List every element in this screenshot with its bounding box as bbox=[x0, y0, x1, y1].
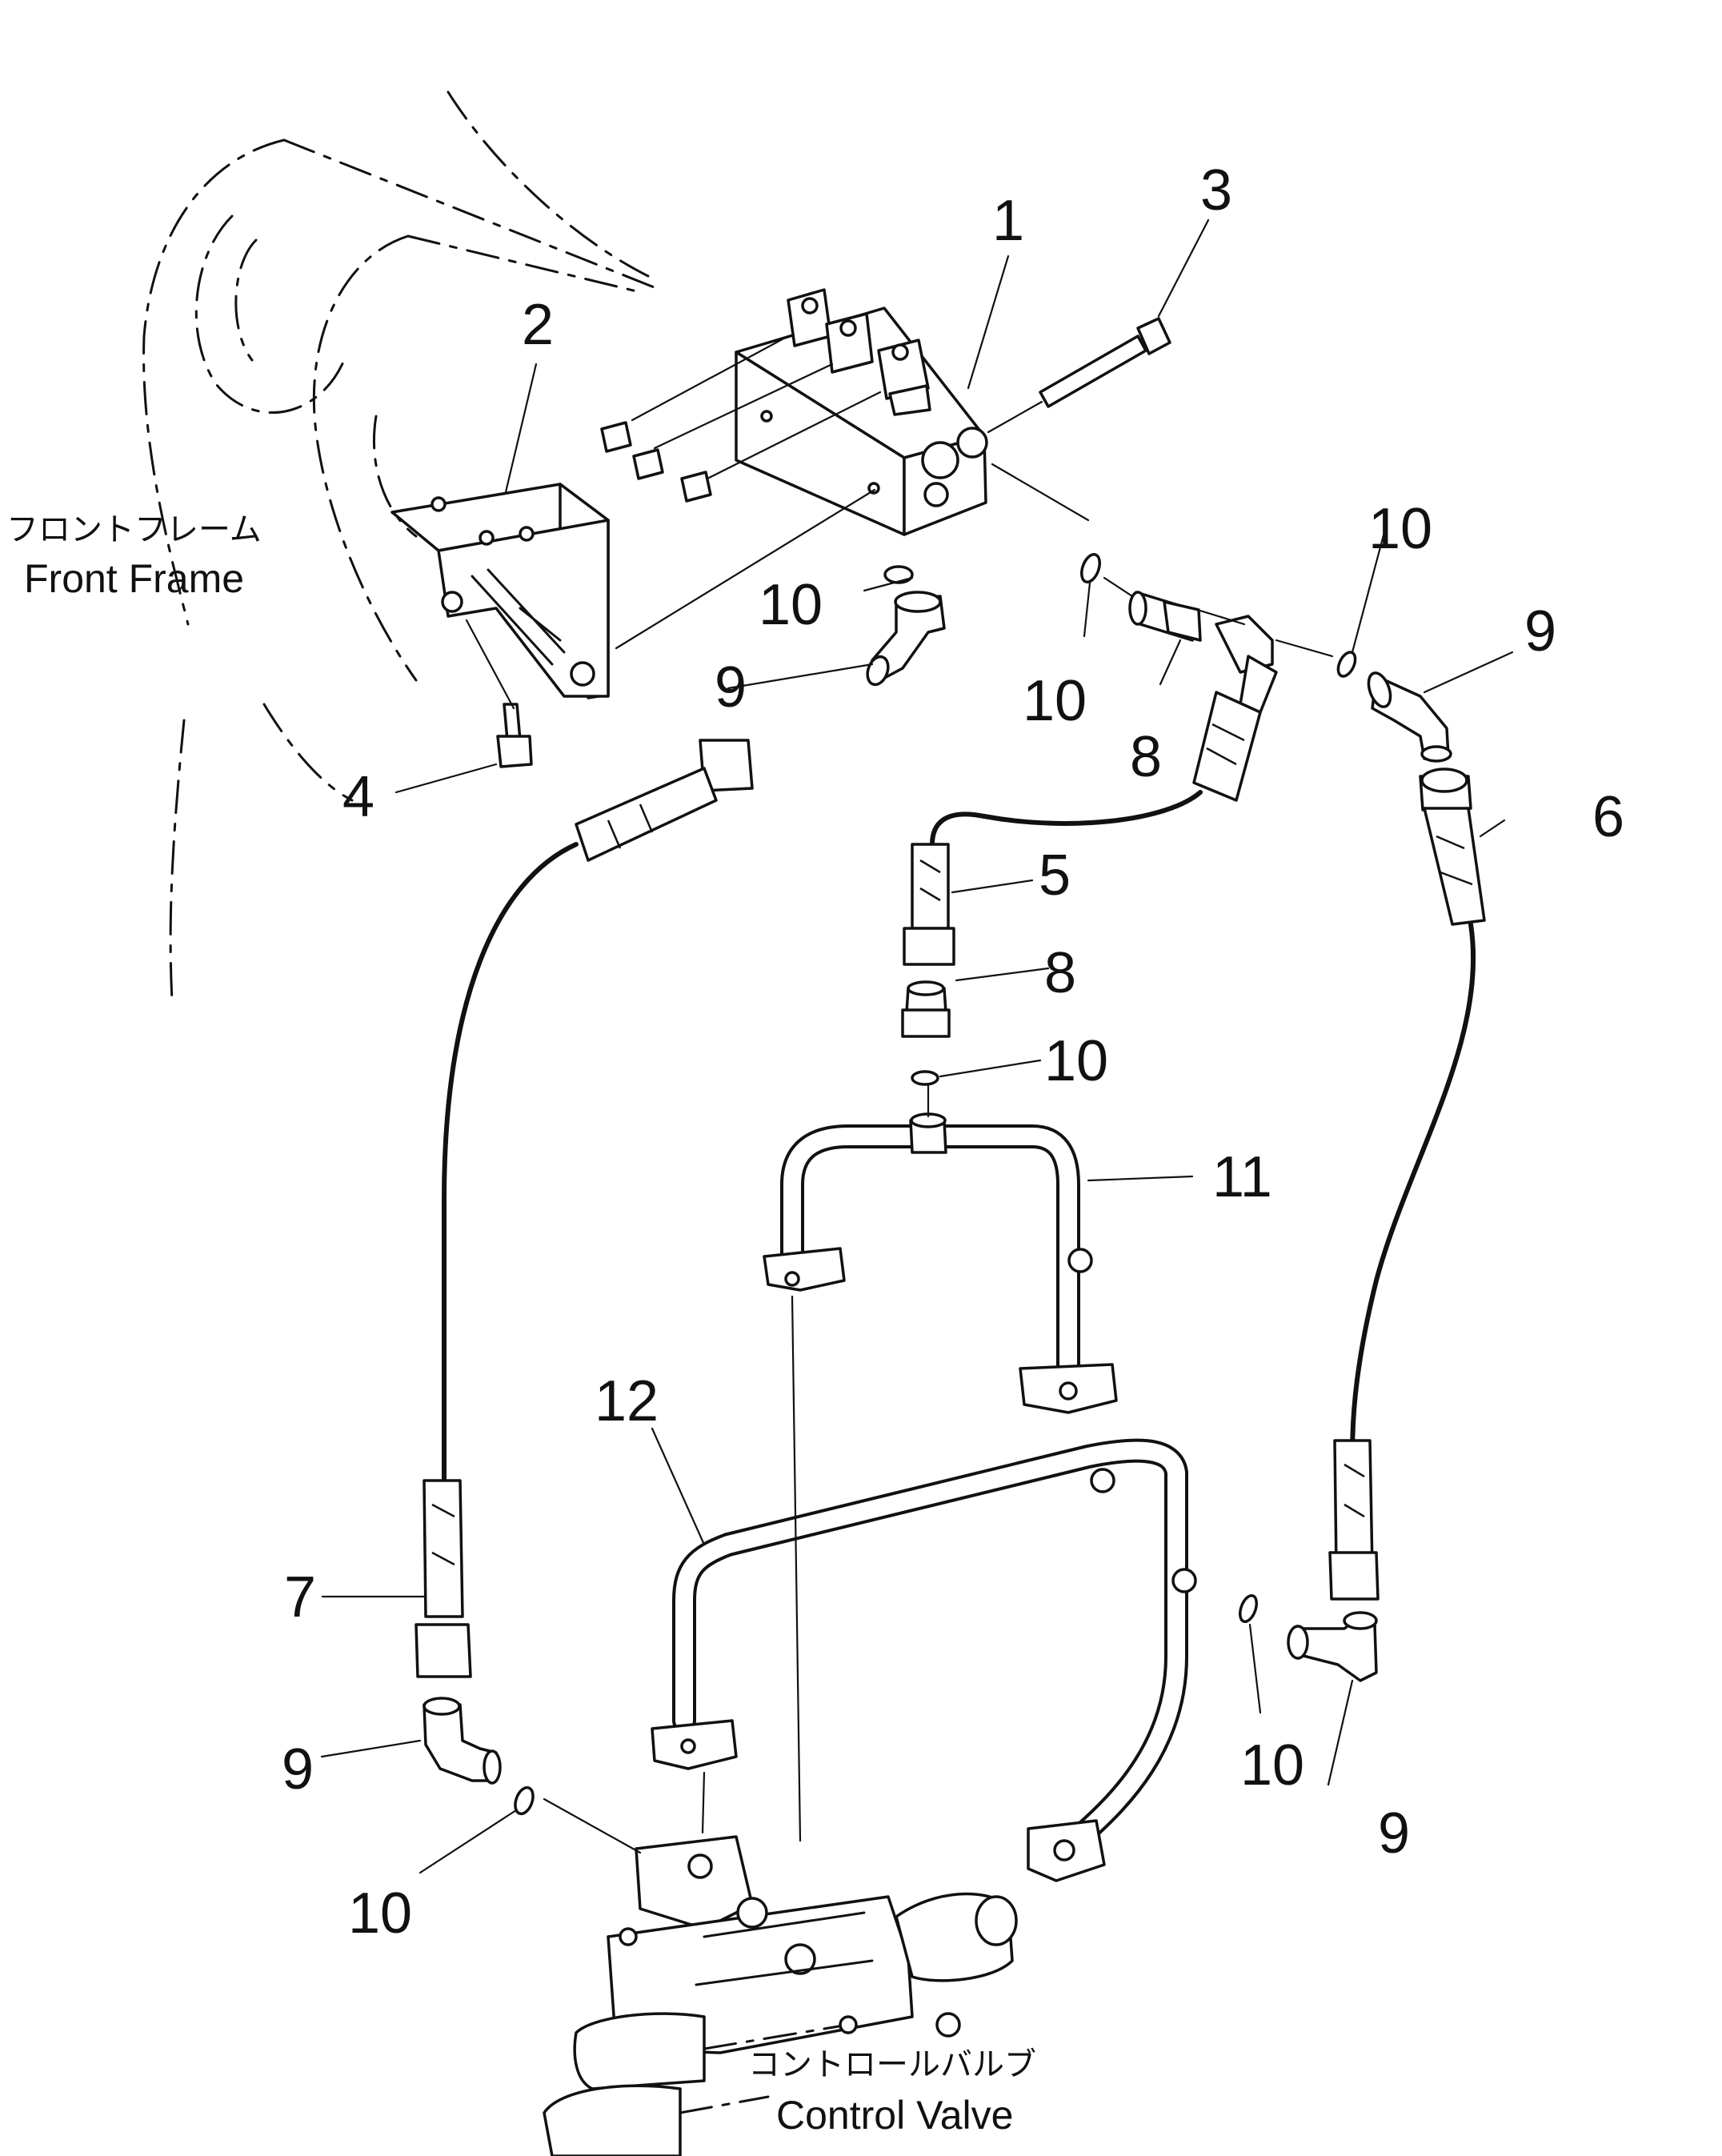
solenoid-coil-b bbox=[825, 312, 874, 374]
o-ring-10c bbox=[1336, 651, 1357, 678]
connector-plug-b bbox=[632, 448, 664, 480]
connector-plug-c bbox=[680, 471, 712, 503]
hose-part-7 bbox=[414, 739, 754, 1678]
callout-9a: 9 bbox=[715, 655, 747, 719]
callout-10a: 10 bbox=[759, 573, 823, 637]
callout-4: 4 bbox=[342, 765, 374, 829]
callout-8b: 8 bbox=[1044, 941, 1076, 1005]
callout-8a: 8 bbox=[1130, 725, 1162, 789]
callout-numbers: 1 3 2 4 5 6 7 8 8 9 9 9 9 10 10 10 10 10… bbox=[282, 158, 1624, 1946]
callout-9c: 9 bbox=[1378, 1801, 1410, 1865]
assembly-guide-lines bbox=[701, 463, 1334, 1842]
callout-12: 12 bbox=[595, 1369, 659, 1433]
elbow-part-9a bbox=[866, 591, 946, 687]
o-ring-10d bbox=[911, 1070, 939, 1086]
elbow-part-9b bbox=[1367, 671, 1452, 763]
callout-10f: 10 bbox=[348, 1881, 412, 1946]
tube-part-12 bbox=[651, 1438, 1197, 1882]
o-ring-10f bbox=[514, 1785, 535, 1816]
callout-9d: 9 bbox=[282, 1737, 314, 1801]
control-valve-label-jp: コントロールバルブ bbox=[748, 2046, 1036, 2083]
control-valve bbox=[543, 1835, 1018, 2156]
adapter-part-8a bbox=[1128, 591, 1202, 642]
hose-part-5 bbox=[903, 615, 1278, 966]
leader-lines bbox=[320, 218, 1514, 1874]
front-frame-outline bbox=[142, 90, 658, 1002]
callout-5: 5 bbox=[1039, 844, 1071, 908]
callout-1: 1 bbox=[992, 189, 1024, 253]
callout-9b: 9 bbox=[1524, 599, 1556, 663]
callout-2: 2 bbox=[522, 293, 554, 357]
solenoid-valve-part-1 bbox=[600, 288, 988, 650]
adapter-part-8b bbox=[901, 980, 951, 1038]
o-ring-10e bbox=[1238, 1593, 1259, 1624]
o-ring-10b bbox=[1080, 552, 1101, 584]
front-frame-label: フロントフレーム Front Frame bbox=[6, 511, 262, 601]
callout-10e: 10 bbox=[1240, 1733, 1304, 1797]
solenoid-coil-a bbox=[787, 288, 832, 347]
callout-3: 3 bbox=[1200, 158, 1232, 222]
callout-7: 7 bbox=[284, 1565, 316, 1629]
front-frame-label-jp: フロントフレーム bbox=[6, 511, 262, 548]
bolt-part-4 bbox=[465, 619, 533, 768]
callout-11: 11 bbox=[1212, 1145, 1272, 1209]
control-valve-label-en: Control Valve bbox=[776, 2093, 1013, 2138]
callout-10b: 10 bbox=[1023, 669, 1087, 733]
callout-6: 6 bbox=[1592, 785, 1624, 849]
callout-10d: 10 bbox=[1044, 1029, 1108, 1093]
front-frame-label-en: Front Frame bbox=[24, 556, 244, 601]
o-ring-10a bbox=[883, 565, 914, 584]
connector-plug-a bbox=[600, 421, 632, 453]
control-valve-label: コントロールバルブ Control Valve bbox=[748, 2046, 1036, 2138]
tube-part-11 bbox=[763, 1112, 1118, 1414]
solenoid-coil-c bbox=[877, 339, 931, 416]
bolt-part-3 bbox=[987, 317, 1171, 434]
callout-10c: 10 bbox=[1368, 497, 1432, 561]
hose-part-6 bbox=[1328, 767, 1486, 1601]
elbow-part-9c bbox=[1287, 1611, 1378, 1682]
elbow-part-9d bbox=[422, 1697, 502, 1785]
bracket-part-2 bbox=[390, 483, 610, 699]
